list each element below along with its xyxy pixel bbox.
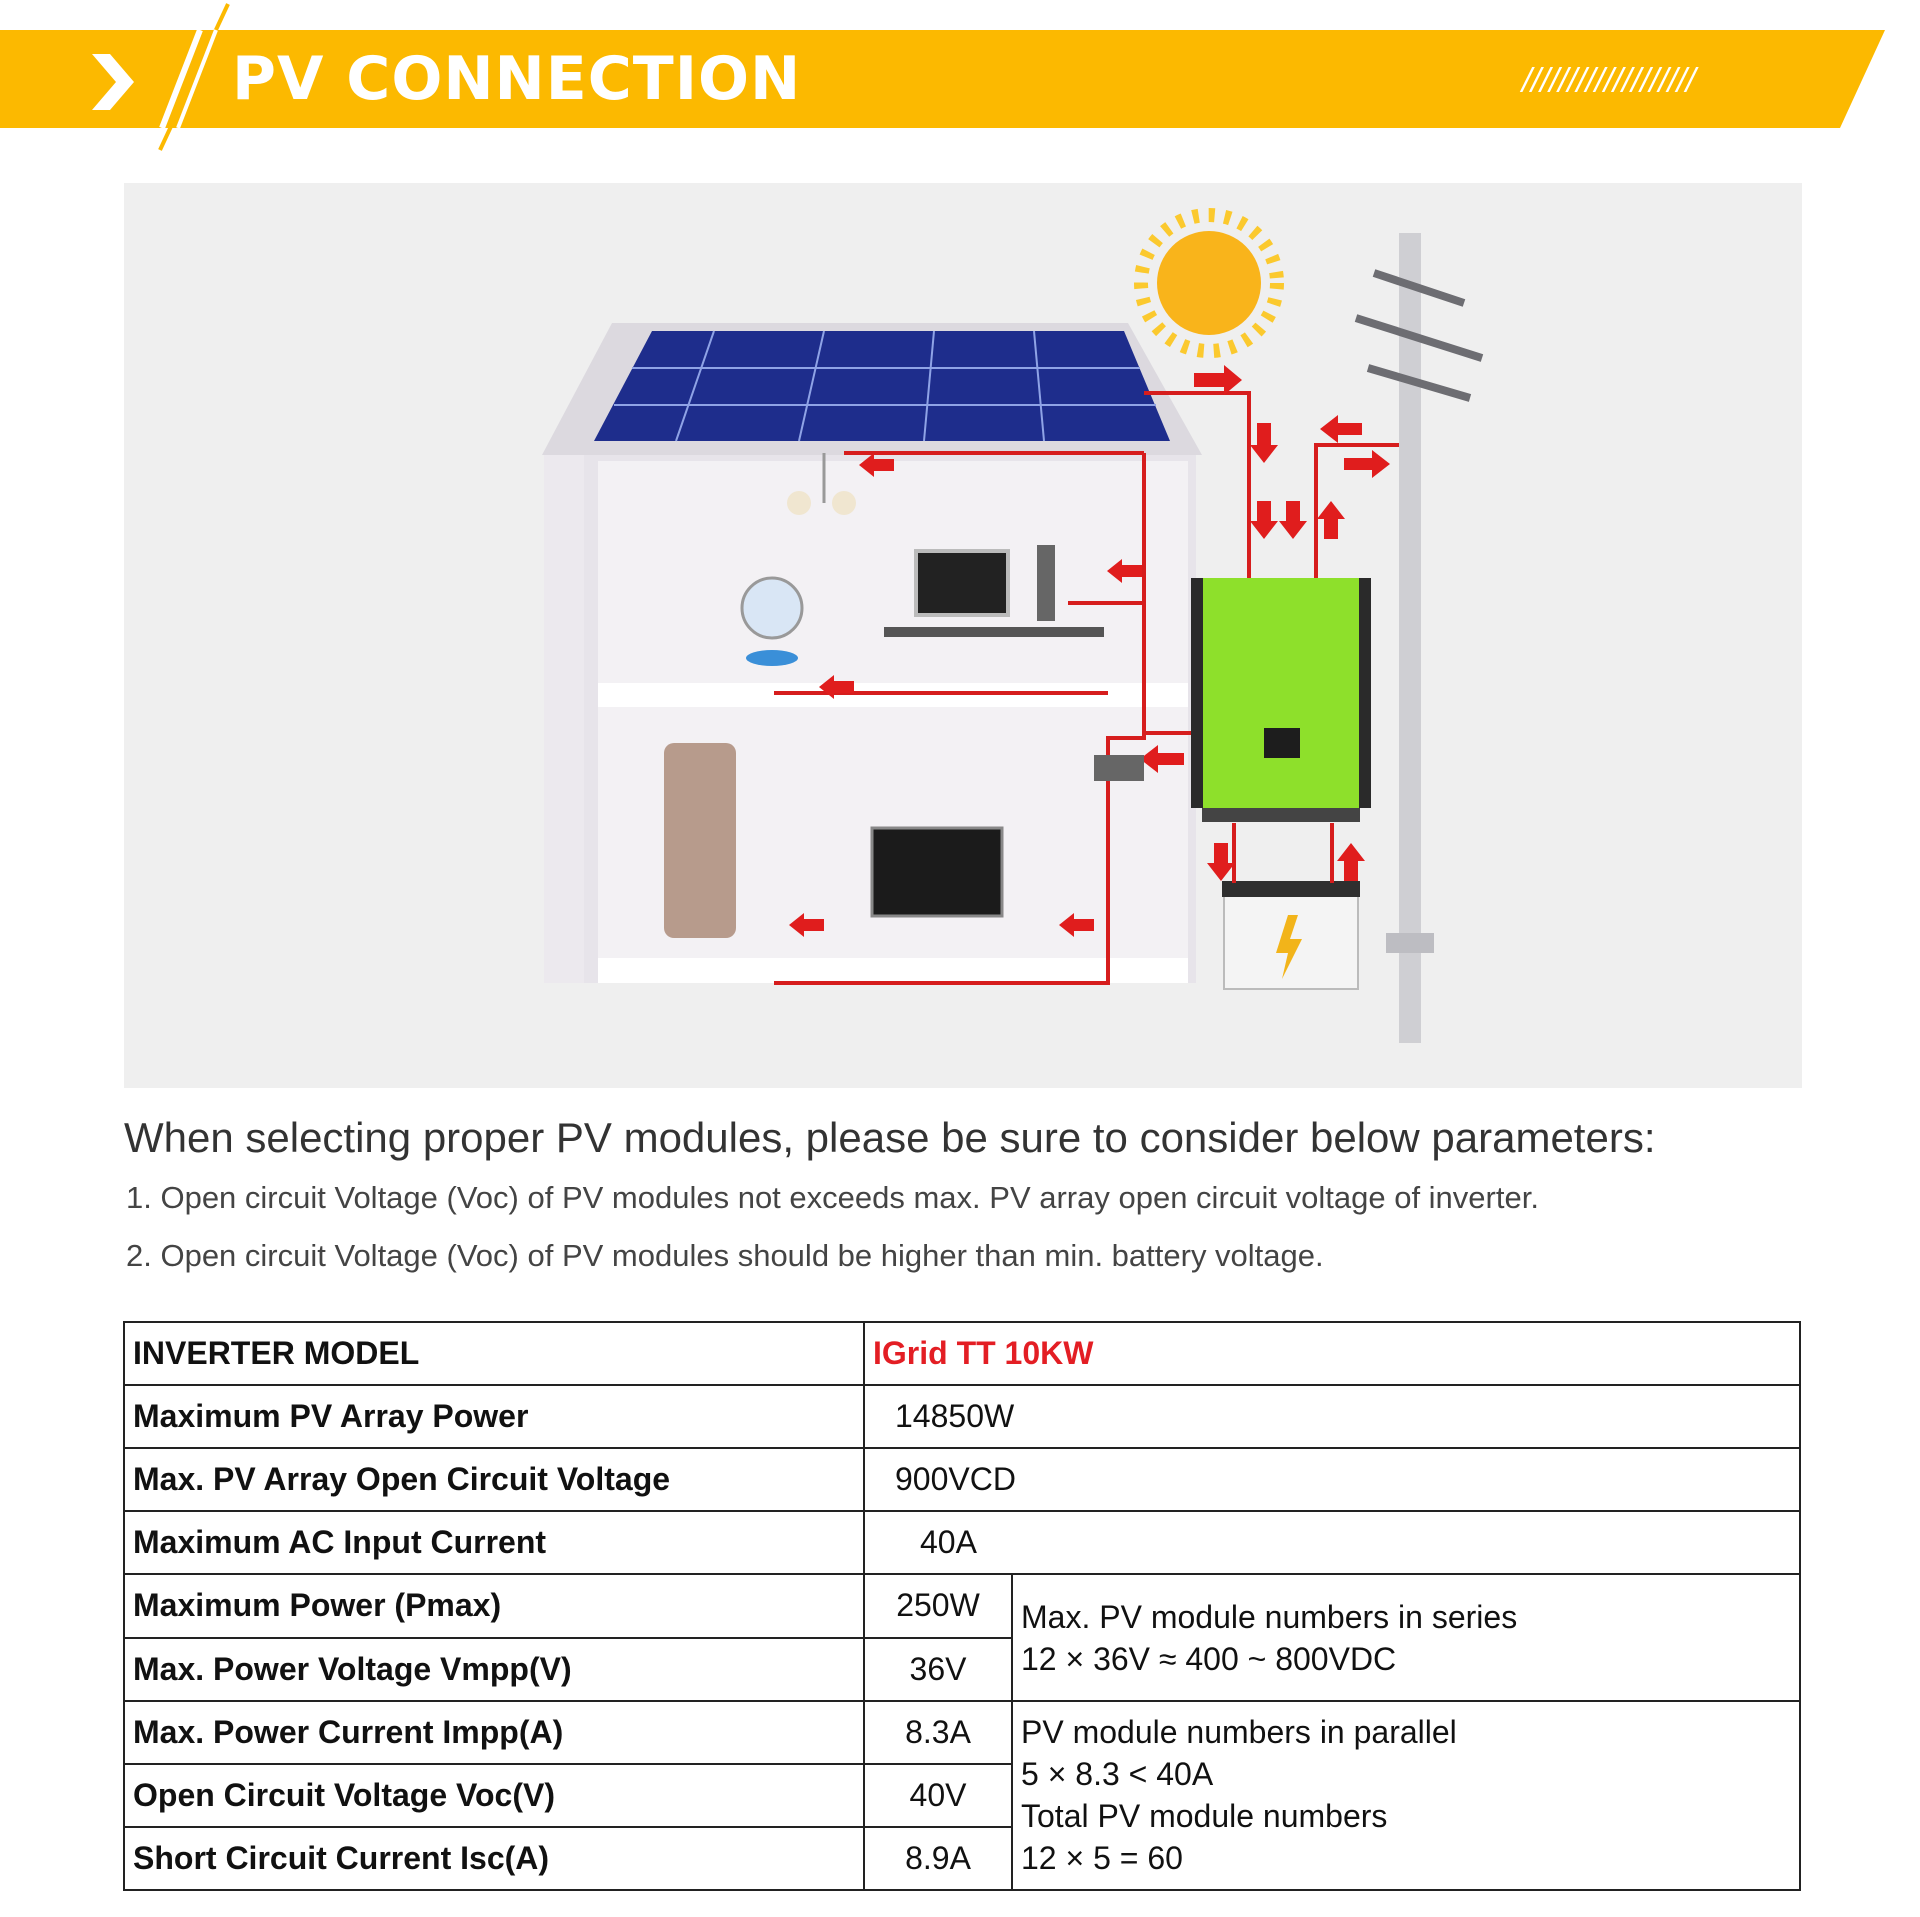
parallel-note-line: Total PV module numbers <box>1021 1798 1388 1835</box>
utility-pole <box>1399 233 1421 1043</box>
spec-value: 250W <box>863 1573 1013 1639</box>
tv-monitor <box>914 549 1010 617</box>
intro-item-2: 2. Open circuit Voltage (Voc) of PV modu… <box>126 1238 1324 1273</box>
table-row: Open Circuit Voltage Voc(V) 40V <box>123 1762 1800 1828</box>
table-row: INVERTER MODEL IGrid TT 10KW <box>123 1320 1802 1387</box>
table-row: Max. Power Voltage Vmpp(V) 36V <box>123 1636 1800 1702</box>
banner-background <box>0 3 1885 151</box>
table-row: Maximum PV Array Power 14850W <box>123 1384 1802 1450</box>
page-title: PV CONNECTION <box>232 44 802 114</box>
spec-label: Maximum AC Input Current <box>123 1510 865 1576</box>
spec-value: 36V <box>863 1636 1013 1702</box>
table-row: Maximum Power (Pmax) 250W Max. PV module… <box>123 1573 1802 1702</box>
specs-table: INVERTER MODEL IGrid TT 10KW Maximum PV … <box>123 1320 1802 1892</box>
spec-value: 900VCD <box>862 1447 1802 1513</box>
sun <box>1157 231 1261 335</box>
parallel-note: PV module numbers in parallel 5 × 8.3 < … <box>1010 1699 1802 1892</box>
series-note: Max. PV module numbers in series 12 × 36… <box>1010 1573 1802 1702</box>
breaker-box <box>1094 755 1144 781</box>
fan <box>740 576 804 640</box>
spec-label: Max. Power Voltage Vmpp(V) <box>123 1636 865 1702</box>
intro-item-1: 1. Open circuit Voltage (Voc) of PV modu… <box>126 1180 1539 1215</box>
intro-heading: When selecting proper PV modules, please… <box>124 1114 1656 1161</box>
model-value: IGrid TT 10KW <box>862 1320 1802 1387</box>
spec-label: INVERTER MODEL <box>123 1320 865 1387</box>
header-banner: PV CONNECTION /////////////////// <box>0 0 1920 160</box>
spec-label: Maximum PV Array Power <box>123 1384 865 1450</box>
spec-value: 40A <box>862 1510 1802 1576</box>
parallel-note-line: 5 × 8.3 < 40A <box>1021 1756 1214 1793</box>
solar-panel <box>594 331 1170 441</box>
parallel-note-line: PV module numbers in parallel <box>1021 1714 1457 1751</box>
table-row: Max. PV Array Open Circuit Voltage 900VC… <box>123 1447 1802 1513</box>
table-row: Maximum AC Input Current 40A <box>123 1510 1802 1576</box>
table-row: Short Circuit Current Isc(A) 8.9A <box>123 1825 1800 1892</box>
series-note-line: Max. PV module numbers in series <box>1021 1598 1518 1635</box>
inverter <box>1191 578 1371 808</box>
decorative-slashes: /////////////////// <box>1522 62 1696 97</box>
parallel-note-line: 12 × 5 = 60 <box>1021 1840 1183 1877</box>
refrigerator <box>664 743 736 938</box>
spec-label: Open Circuit Voltage Voc(V) <box>123 1762 865 1828</box>
spec-value: 40V <box>863 1762 1013 1828</box>
spec-label: Maximum Power (Pmax) <box>123 1573 865 1639</box>
spec-label: Max. Power Current Impp(A) <box>123 1699 865 1765</box>
spec-value: 8.9A <box>863 1825 1013 1892</box>
series-note-line: 12 × 36V ≈ 400 ~ 800VDC <box>1021 1640 1397 1677</box>
spec-value: 8.3A <box>863 1699 1013 1765</box>
spec-value: 14850W <box>862 1384 1802 1450</box>
spec-label: Short Circuit Current Isc(A) <box>123 1825 865 1892</box>
table-row: Max. Power Current Impp(A) 8.3A PV modul… <box>123 1699 1802 1892</box>
tv-screen <box>870 826 1004 918</box>
pv-system-illustration <box>124 183 1802 1088</box>
spec-label: Max. PV Array Open Circuit Voltage <box>123 1447 865 1513</box>
chevron-right-icon <box>92 54 134 110</box>
